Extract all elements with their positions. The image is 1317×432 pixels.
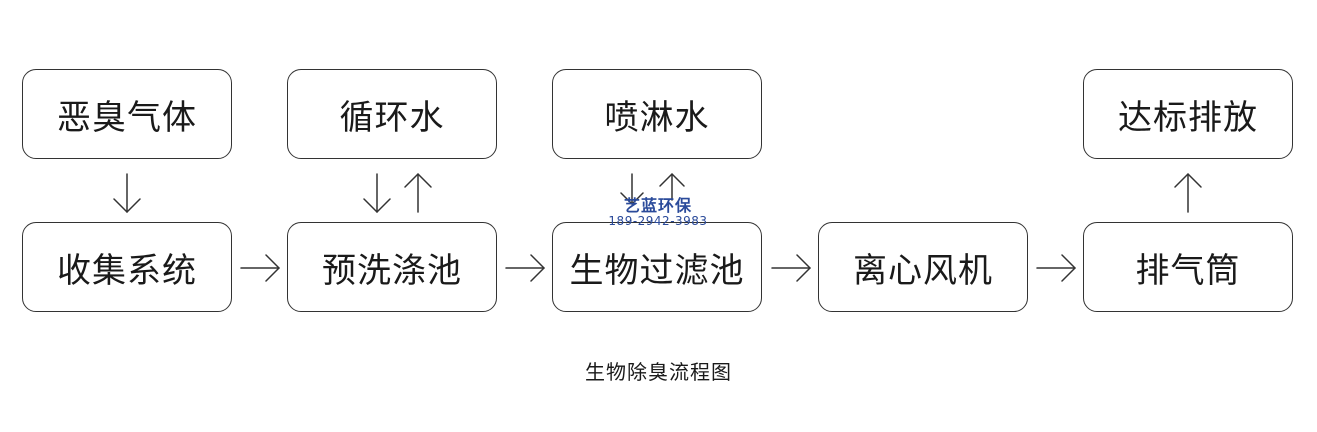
node-exhaust-stack: 排气筒 [1083, 222, 1293, 312]
node-odor-gas: 恶臭气体 [22, 69, 232, 159]
watermark: 艺蓝环保 189-2942-3983 [598, 196, 718, 228]
arrow-right-biofilter-to-fan [771, 254, 811, 282]
node-label: 离心风机 [853, 250, 993, 291]
node-label: 达标排放 [1118, 97, 1258, 138]
diagram-caption: 生物除臭流程图 [585, 360, 732, 384]
arrow-down-circulating-to-prewash [363, 173, 391, 213]
node-label: 排气筒 [1135, 250, 1241, 291]
arrow-right-fan-to-stack [1036, 254, 1076, 282]
node-collection-system: 收集系统 [22, 222, 232, 312]
arrow-right-prewash-to-biofilter [505, 254, 545, 282]
node-biofilter-pool: 生物过滤池 [552, 222, 762, 312]
node-label: 喷淋水 [604, 97, 710, 138]
node-label: 预洗涤池 [322, 250, 462, 291]
node-label: 循环水 [339, 97, 445, 138]
node-spray-water: 喷淋水 [552, 69, 762, 159]
node-label: 收集系统 [57, 250, 197, 291]
node-label: 生物过滤池 [569, 250, 745, 291]
node-prewash-pool: 预洗涤池 [287, 222, 497, 312]
node-centrifugal-fan: 离心风机 [818, 222, 1028, 312]
node-compliant-discharge: 达标排放 [1083, 69, 1293, 159]
arrow-up-prewash-to-circulating [404, 173, 432, 213]
node-label: 恶臭气体 [57, 97, 197, 138]
node-circulating-water: 循环水 [287, 69, 497, 159]
arrow-right-collection-to-prewash [240, 254, 280, 282]
arrow-up-stack-to-discharge [1174, 173, 1202, 213]
arrow-down-odor-to-collection [113, 173, 141, 213]
watermark-name: 艺蓝环保 [623, 196, 692, 215]
watermark-phone: 189-2942-3983 [608, 213, 708, 228]
